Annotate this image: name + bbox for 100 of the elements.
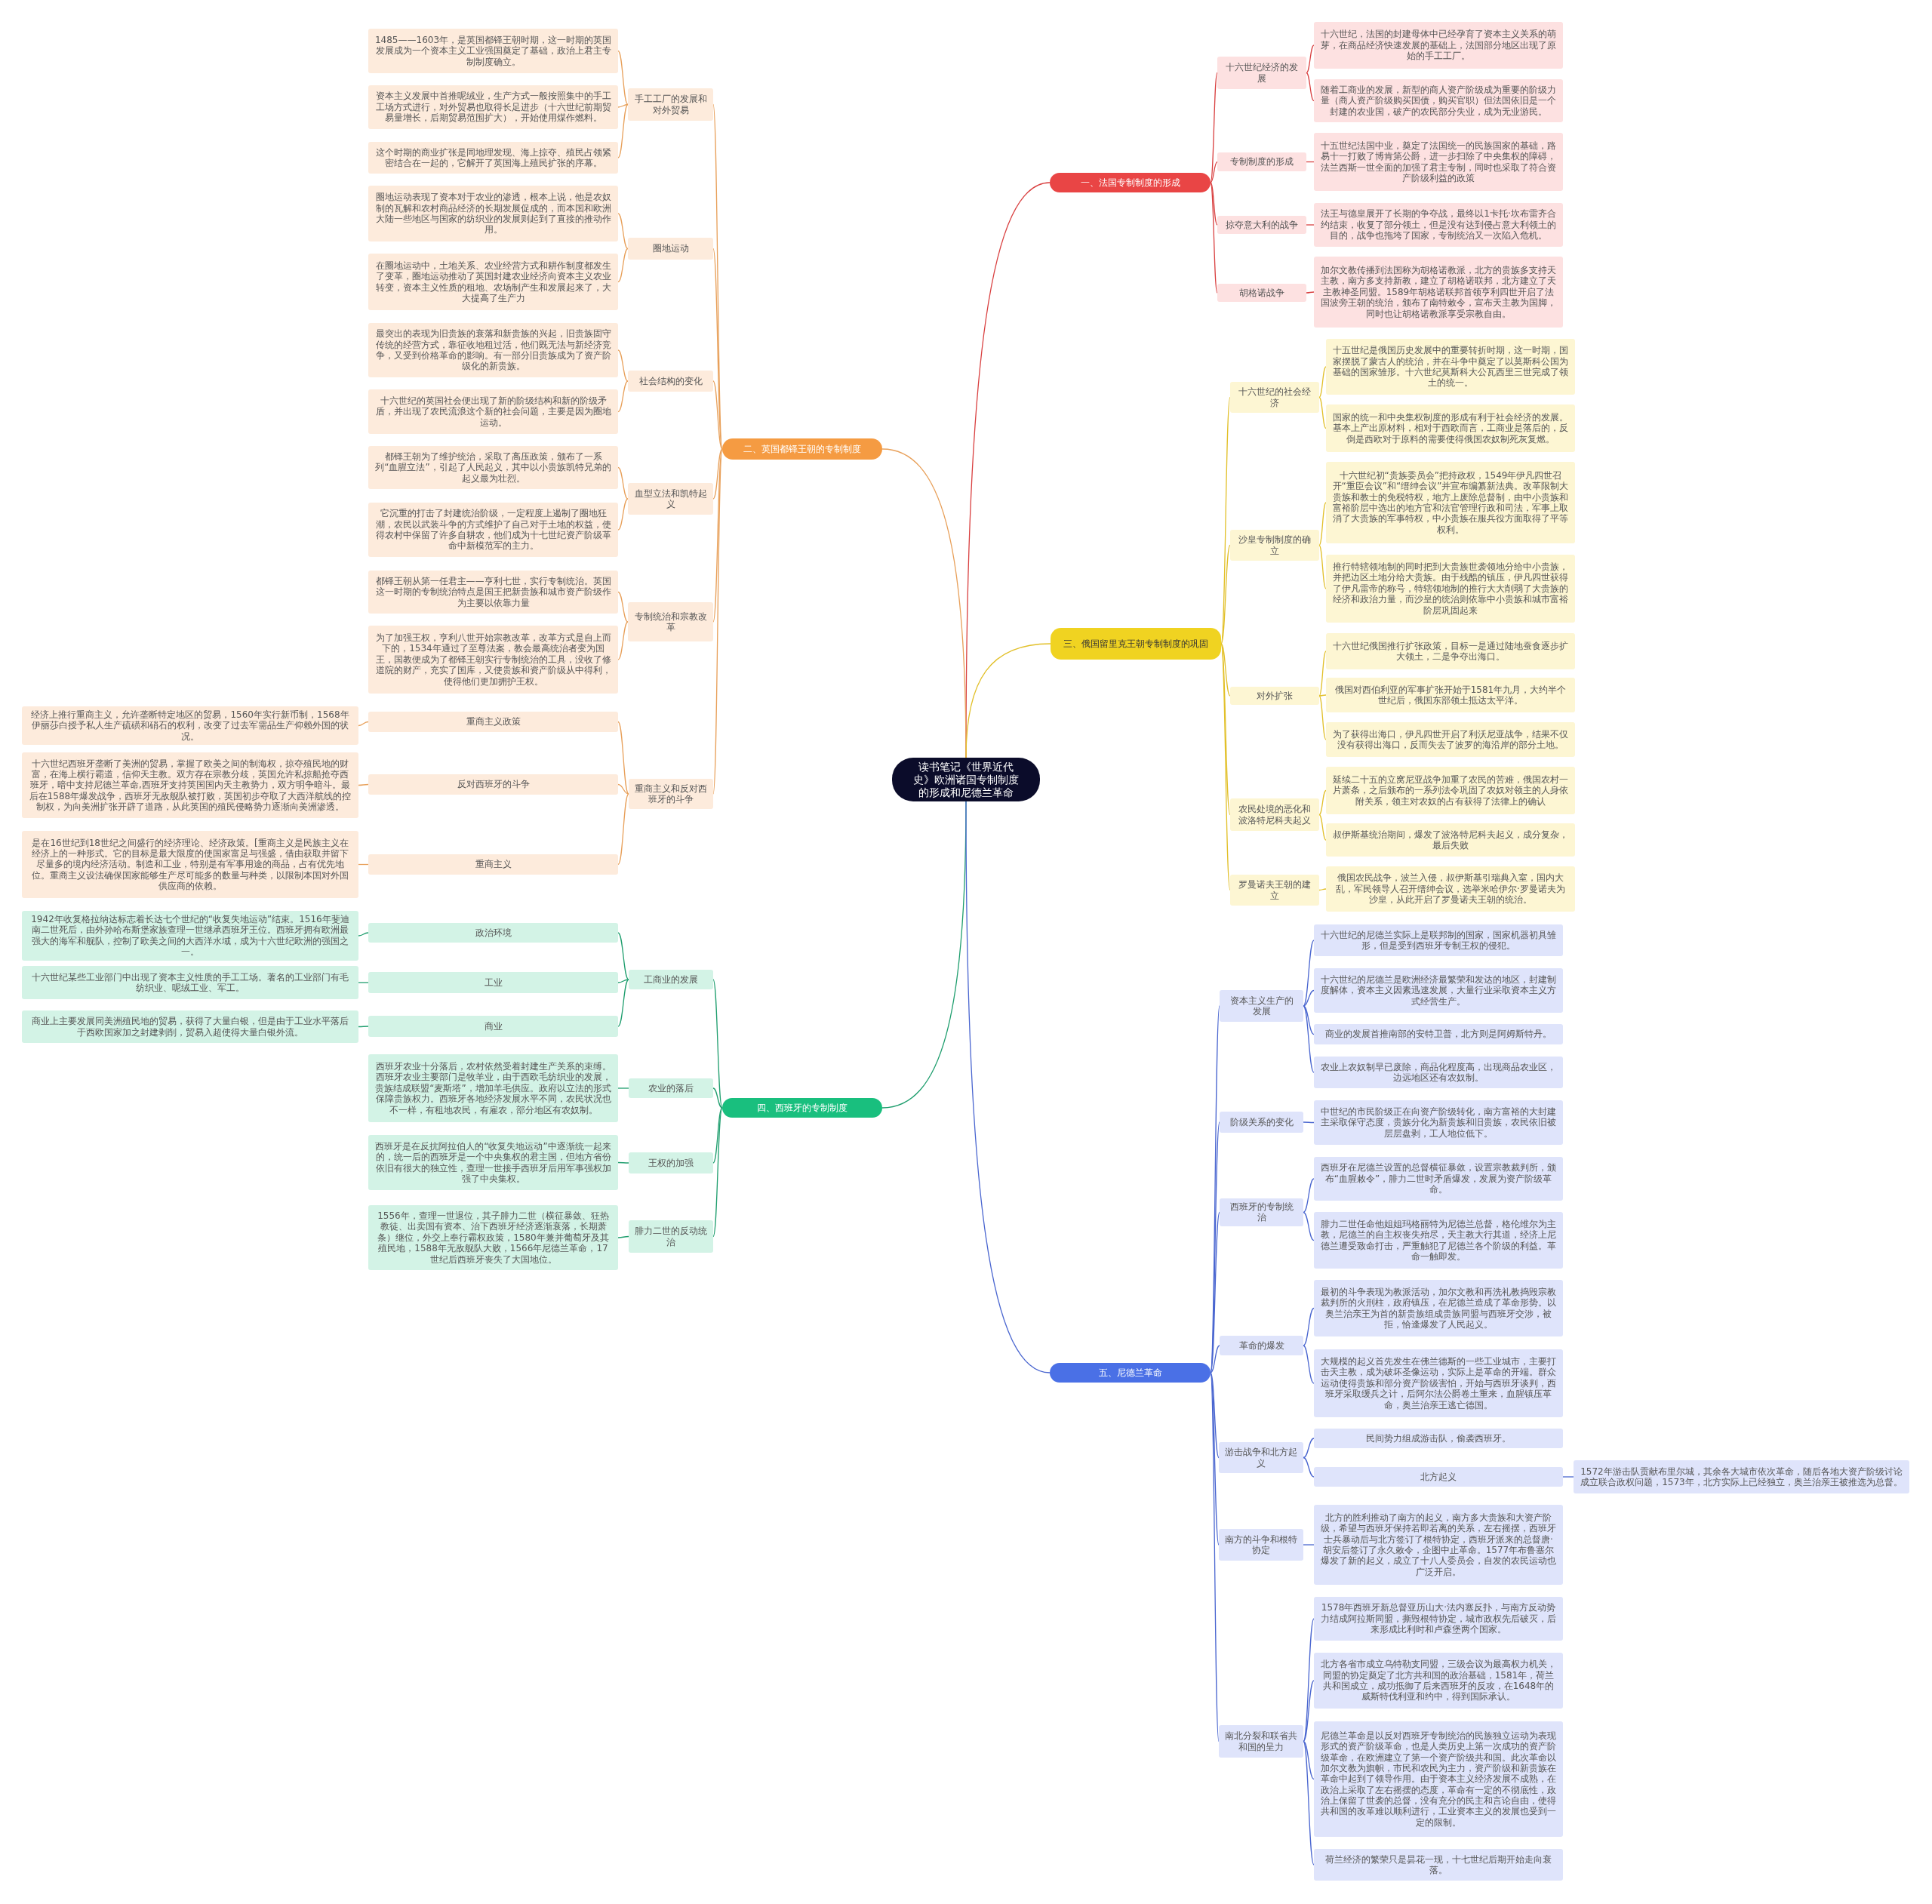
connector — [1303, 1307, 1315, 1346]
connector — [358, 982, 369, 983]
connector — [1210, 182, 1218, 226]
connector — [617, 1235, 629, 1238]
subtopic-box: 农业的落后 — [629, 1078, 713, 1098]
note-box: 十六世纪的尼德兰实际上是联邦制的国家，国家机器初具雏形，但是受到西班牙专制王权的侵犯。 — [1314, 924, 1563, 956]
subtopic-box: 胡格诺战争 — [1217, 284, 1306, 302]
connector — [1318, 695, 1327, 740]
subtopic-box: 南北分裂和联省共和国的呈力 — [1219, 1725, 1303, 1758]
connector — [1306, 224, 1315, 226]
connector — [712, 448, 723, 795]
connector — [617, 498, 629, 531]
branch-topic: 三、俄国留里克王朝专制制度的巩固 — [1051, 628, 1221, 660]
connector — [1303, 1005, 1315, 1035]
connector — [358, 783, 369, 786]
connector — [617, 50, 629, 106]
connector — [1303, 1005, 1315, 1073]
connector — [1303, 1438, 1315, 1459]
note-box: 在圈地运动中，土地关系、农业经营方式和耕作制度都发生了变革，圈地运动推动了英国封建农业经济向资本主义农业转变，资本主义性质的租地、农场制产生和发展起来了，大大提高了生产力 — [368, 254, 618, 310]
connector — [617, 591, 629, 623]
subtopic-box: 十六世纪的社会经济 — [1230, 382, 1319, 413]
note-box: 民间势力组成游击队，偷袭西班牙。 — [1314, 1429, 1563, 1448]
note-box: 最突出的表现为旧贵族的衰落和新贵族的兴起，旧贵族固守传统的经营方式，靠征收地租过活，他们既无法与新经济竞争，又受到价格革命的影响。有一部分旧贵族成为了资产阶级化的新贵族。 — [368, 323, 618, 377]
connector — [617, 248, 629, 283]
connector — [1318, 651, 1327, 697]
connector — [712, 103, 723, 450]
note-box: 1572年游击队贡献布里尔城，其余各大城市依次革命，随后各地大资产阶级讨论成立联合政权问题，1573年，北方实际上已经独立，奥兰治亲王被推选为总督。 — [1574, 1460, 1909, 1493]
connector — [617, 349, 629, 382]
connector — [1303, 1211, 1315, 1241]
note-box: 反对西班牙的斗争 — [368, 774, 618, 795]
connector — [617, 213, 629, 250]
connector — [712, 448, 723, 500]
note-box: 都铎王朝从第一任君主——亨利七世，实行专制统治。英国这一时期的专制统治特点是国王把新贵族和城市资产阶级作为主要以依靠力量 — [368, 571, 618, 614]
note-box: 商业的发展首推南部的安特卫普，北方则是阿姆斯特丹。 — [1314, 1024, 1563, 1044]
note-box: 十五世纪法国中业，奠定了法国统一的民族国家的基础，路易十一打败了博肯第公爵，进一步扫除了中央集权的障碍，法兰西斯一世全面的加强了君主专制，同时也采取了符合资产阶级利益的政策 — [1314, 133, 1563, 191]
connector — [1303, 1544, 1315, 1546]
connector — [1318, 694, 1327, 697]
note-box: 商业上主要发展同美洲殖民地的贸易，获得了大量白银，但是由于工业水平落后于西欧国家加之封建剥削，贸易入超使得大量白银外流。 — [22, 1010, 358, 1043]
branch-topic: 二、英国都铎王朝的专制制度 — [722, 438, 882, 460]
connector — [617, 1161, 629, 1164]
subtopic-box: 革命的爆发 — [1220, 1336, 1303, 1355]
connector — [358, 721, 369, 727]
note-box: 工业 — [368, 972, 618, 993]
note-box: 1485——1603年，是英国都铎王朝时期，这一时期的英国发展成为一个资本主义工业强国奠定了基础，政治上君主专制制度确立。 — [368, 29, 618, 73]
connector — [617, 103, 629, 158]
connector — [1303, 1121, 1315, 1124]
connector — [1210, 72, 1218, 183]
subtopic-box: 社会结构的变化 — [628, 371, 713, 392]
note-box: 延续二十五的立窝尼亚战争加重了农民的苦难，俄国农村一片萧条，之后颁布的一系列法令巩固了农奴对领主的人身依附关系，领主对农奴的占有获得了法律上的确认 — [1326, 767, 1575, 814]
connector — [358, 932, 369, 937]
note-box: 十六世纪的英国社会便出现了新的阶级结构和新的阶级矛盾，并出现了农民流浪这个新的社会问题，主要是因为圈地运动。 — [368, 389, 618, 434]
note-box: 北方各省市成立乌特勒支同盟，三级会议为最高权力机关，同盟的协定奠定了北方共和国的政治基础，1581年，荷兰共和国成立，成功抵御了后来西班牙的反攻，在1648年的威斯特伐利亚和约中，得到国际承认。 — [1314, 1653, 1563, 1709]
connector — [1303, 1618, 1315, 1743]
note-box: 为了获得出海口，伊凡四世开启了利沃尼亚战争，结果不仅没有获得出海口，反而失去了波罗的海沿岸的部分土地。 — [1326, 722, 1575, 757]
note-box: 中世纪的市民阶级正在向资产阶级转化，南方富裕的大封建主采取保守态度，贵族分化为新贵族和旧贵族，农民依旧被层层盘剥，工人地位低下。 — [1314, 1100, 1563, 1145]
note-box: 重商主义 — [368, 854, 618, 875]
note-box: 十六世纪某些工业部门中出现了资本主义性质的手工工场。著名的工业部门有毛纺织业、呢绒工业、军工。 — [22, 966, 358, 999]
connector — [1303, 1680, 1315, 1743]
connector — [1318, 814, 1327, 841]
connector — [1306, 72, 1315, 102]
note-box: 圈地运动表现了资本对于农业的渗透，根本上说，他是农奴制的瓦解和农村商品经济的长期发展促成的，而本国和欧洲大陆一些地区与国家的纺织业的发展则起到了直接的推动作用。 — [368, 186, 618, 241]
subtopic-box: 对外扩张 — [1230, 687, 1319, 705]
note-box: 最初的斗争表现为教派活动，加尔文教和再洗礼教捣毁宗教裁判所的火刑柱，政府镇压，在尼德兰造成了革命形势。以奥兰治亲王为首的新贵族组成贵族同盟与西班牙交涉，被拒，恰逢爆发了人民起义。 — [1314, 1280, 1563, 1336]
connector — [1303, 1178, 1315, 1213]
connector — [358, 863, 369, 866]
connector — [617, 103, 629, 108]
note-box: 这个时期的商业扩张是同地理发现、海上掠夺、殖民占领紧密结合在一起的，它解开了英国海上殖民扩张的序幕。 — [368, 142, 618, 174]
connector — [1220, 643, 1231, 697]
note-box: 为了加强王权，亨利八世开始宗教改革，改革方式是自上而下的，1534年通过了至尊法案，教会最高统治者变为国王，国教便成为了都铎王朝实行专制统治的工具，没收了修道院的财产，充实了国库，又使贵族和资产阶级从中得利，使得他们更加拥护王权。 — [368, 626, 618, 694]
subtopic-box: 王权的加强 — [629, 1152, 713, 1173]
note-box: 重商主义政策 — [368, 712, 618, 732]
connector — [358, 1026, 369, 1028]
note-box: 十六世纪的尼德兰是欧洲经济最繁荣和发达的地区，封建制度解体，资本主义因素迅速发展，大量行业采取资本主义方式经营生产。 — [1314, 968, 1563, 1013]
connector — [712, 380, 723, 450]
connector — [1210, 182, 1218, 294]
note-box: 大规模的起义首先发生在佛兰德斯的一些工业城市，主要打击天主教，成为破坏圣像运动，实际上是革命的开端。群众运动使得贵族和部分资产阶级害怕，开始与西班牙谈判，西班牙采取缓兵之计，后阿尔法公爵卷土重来，血腥镇压革命，奥兰治亲王逃亡德国。 — [1314, 1349, 1563, 1417]
connector — [712, 1107, 723, 1164]
connector — [1306, 161, 1315, 163]
connector — [1210, 1372, 1220, 1459]
connector — [1318, 544, 1327, 589]
note-box: 1556年，查理一世退位，其子腓力二世（横征暴敛、狂热教徒、出卖国有资本、治下西班牙经济逐渐衰落，长期萧条）继位，外交上奉行霸权政策，1580年兼并葡萄牙及其殖民地，1588年无敌舰队大败，1566年尼德兰革命，17世纪后西班牙丧失了大国地位。 — [368, 1205, 618, 1270]
note-box: 商业 — [368, 1016, 618, 1037]
subtopic-box: 圈地运动 — [628, 238, 713, 260]
connector — [1303, 1345, 1315, 1384]
note-box: 农业上农奴制早已废除，商品化程度高，出现商品农业区，边远地区还有农奴制。 — [1314, 1057, 1563, 1088]
connector — [1220, 544, 1231, 644]
connector — [617, 621, 629, 660]
subtopic-box: 南方的斗争和根特协定 — [1219, 1529, 1303, 1561]
subtopic-box: 重商主义和反对西班牙的斗争 — [629, 779, 713, 809]
connector — [965, 801, 1051, 1373]
connector — [1318, 789, 1327, 816]
connector — [1318, 366, 1327, 398]
note-box: 十五世纪是俄国历史发展中的重要转折时期，这一时期，国家摆脱了蒙古人的统治，并在斗争中奠定了以莫斯科公国为基础的国家雏形。十六世纪莫斯科大公瓦西里三世完成了领土的统一。 — [1326, 339, 1575, 395]
subtopic-box: 腓力二世的反动统治 — [629, 1220, 713, 1253]
subtopic-box: 资本主义生产的发展 — [1220, 990, 1303, 1022]
note-box: 北方起义 — [1314, 1467, 1563, 1487]
connector — [1303, 1740, 1315, 1780]
note-box: 十六世纪西班牙垄断了美洲的贸易，掌握了欧美之间的制海权，掠夺殖民地的财富，在海上横行霸道，信仰天主教。双方存在宗教分歧，英国允许私掠船抢夺西班牙，暗中支持尼德兰革命,西班牙支持英国国内天主教势力，双方明争暗斗。最后在1588年爆发战争，西班牙无敌舰队被打败，英国初步夺取了大西洋航线的控制权，为向美洲扩张开辟了道路，从此英国的殖民侵略势力逐渐向美洲渗透。 — [22, 752, 358, 818]
connector — [712, 1087, 723, 1109]
connector — [1303, 989, 1315, 1007]
